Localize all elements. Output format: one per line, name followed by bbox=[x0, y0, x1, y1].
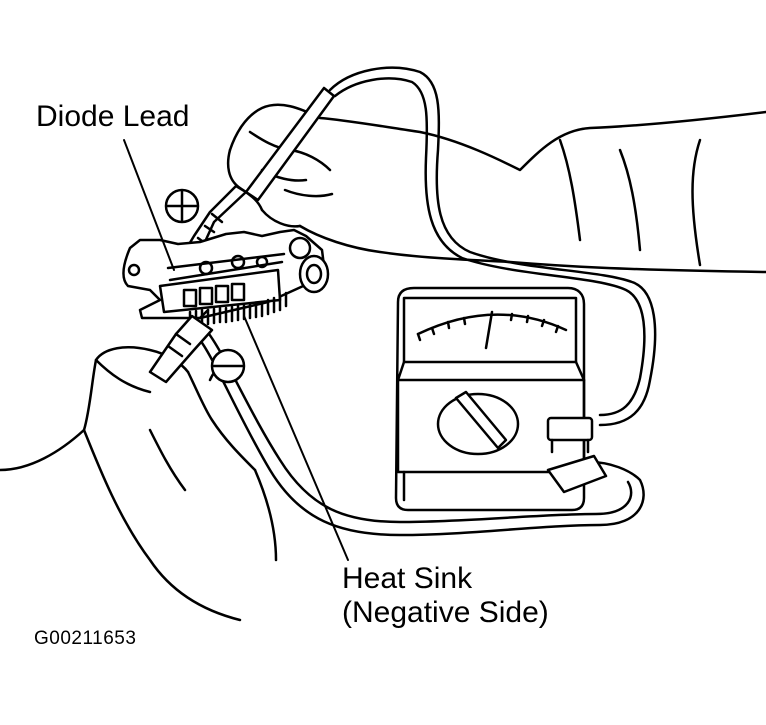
ohmmeter bbox=[394, 286, 608, 512]
negative-test-probe bbox=[148, 308, 214, 384]
diode-lead-leader bbox=[123, 139, 175, 271]
heat-sink-label-line1: Heat Sink bbox=[342, 562, 473, 595]
heat-sink-label-line2: (Negative Side) bbox=[342, 596, 549, 629]
figure-id: G00211653 bbox=[34, 628, 137, 649]
heat-sink-leader bbox=[243, 315, 349, 561]
upper-hand-and-arm bbox=[226, 103, 766, 274]
diode-lead-label: Diode Lead bbox=[36, 100, 190, 133]
probe-wires bbox=[198, 66, 657, 537]
lower-hand bbox=[0, 346, 278, 622]
positive-polarity-symbol bbox=[164, 188, 200, 224]
heat-sink-label: Heat Sink (Negative Side) bbox=[342, 562, 549, 630]
rectifier-assembly bbox=[122, 228, 330, 328]
negative-polarity-symbol bbox=[210, 348, 246, 384]
callout-leader-lines bbox=[123, 139, 349, 561]
